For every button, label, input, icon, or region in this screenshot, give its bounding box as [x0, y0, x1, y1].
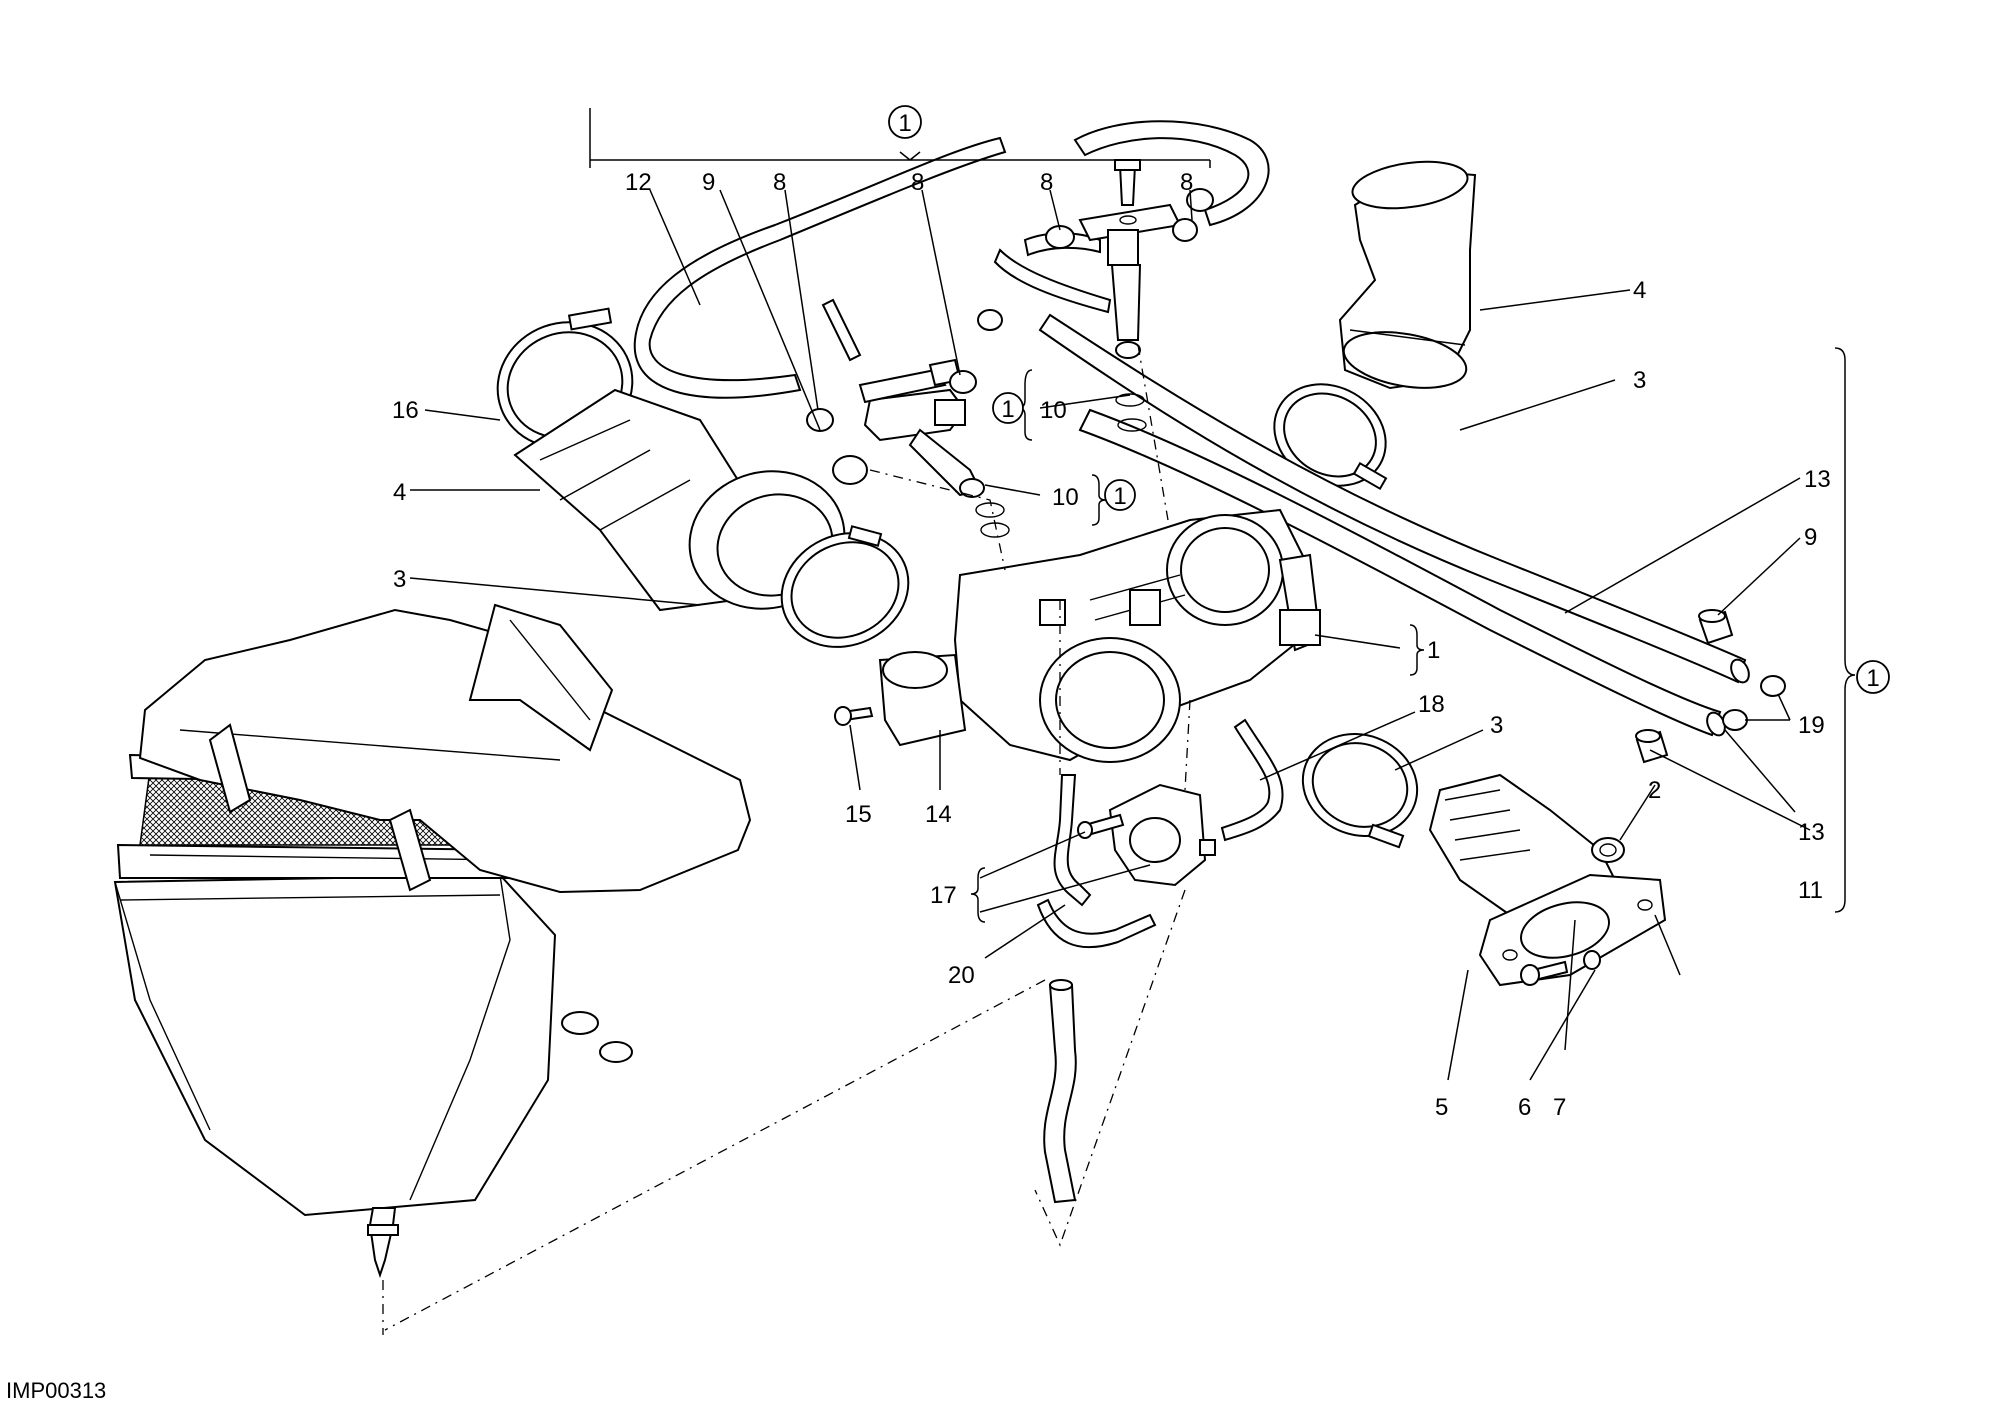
callout-11: 11	[1798, 877, 1823, 904]
callout-13-upper: 13	[1804, 466, 1831, 493]
callout-3-upper-right: 3	[1633, 367, 1646, 394]
callout-8-d: 8	[1180, 169, 1193, 196]
callout-4-right: 4	[1633, 277, 1646, 304]
svg-text:1: 1	[1113, 483, 1126, 510]
kit-marker-right: 1	[1856, 660, 1890, 694]
kit-marker-10-upper: 1	[992, 392, 1024, 424]
callout-8-a: 8	[773, 169, 786, 196]
callout-10-upper: 10	[1040, 397, 1067, 424]
callout-19: 19	[1798, 712, 1825, 739]
callout-9-right: 9	[1804, 524, 1817, 551]
callout-18: 18	[1418, 691, 1445, 718]
idle-air-motor	[1077, 783, 1216, 887]
callout-16: 16	[392, 397, 419, 424]
callout-8-c: 8	[1040, 169, 1053, 196]
svg-text:1: 1	[1866, 665, 1879, 692]
callout-3-lower: 3	[1490, 712, 1503, 739]
callout-15: 15	[845, 801, 872, 828]
callout-labels: 12 9 8 8 8 8 16 4 3 4 3 10 10 13 9 1 18 …	[392, 169, 1831, 1121]
kit-markers: 1 1 1 1	[888, 105, 1890, 694]
leader-lines	[409, 108, 1856, 1081]
injector-fittings	[806, 159, 1214, 538]
callout-6: 6	[1518, 1094, 1531, 1121]
drawing-code: IMP00313	[6, 1378, 106, 1403]
callout-3-left: 3	[393, 566, 406, 593]
callout-20: 20	[948, 962, 975, 989]
svg-text:1: 1	[898, 110, 911, 137]
callout-7: 7	[1553, 1094, 1566, 1121]
alignment-lines	[384, 344, 1191, 1331]
kit-marker-10-lower: 1	[1104, 479, 1136, 511]
callout-17: 17	[930, 882, 957, 909]
callout-9-top: 9	[702, 169, 715, 196]
callout-13-lower: 13	[1798, 819, 1825, 846]
callout-4-left: 4	[393, 479, 406, 506]
callout-2: 2	[1648, 777, 1661, 804]
callout-5: 5	[1435, 1094, 1448, 1121]
left-intake-duct-group	[496, 307, 910, 648]
callout-8-b: 8	[911, 169, 924, 196]
right-small-parts	[1301, 609, 1786, 987]
airbox-assembly	[113, 603, 752, 1335]
throttle-body	[834, 508, 1322, 763]
callout-14: 14	[925, 801, 952, 828]
fuel-hoses	[633, 120, 1750, 1204]
kit-marker-top: 1	[888, 105, 922, 139]
callout-1: 1	[1427, 637, 1440, 664]
svg-text:1: 1	[1001, 396, 1014, 423]
callout-12: 12	[625, 169, 652, 196]
right-intake-duct-group	[1273, 160, 1477, 491]
callout-10-lower: 10	[1052, 484, 1079, 511]
